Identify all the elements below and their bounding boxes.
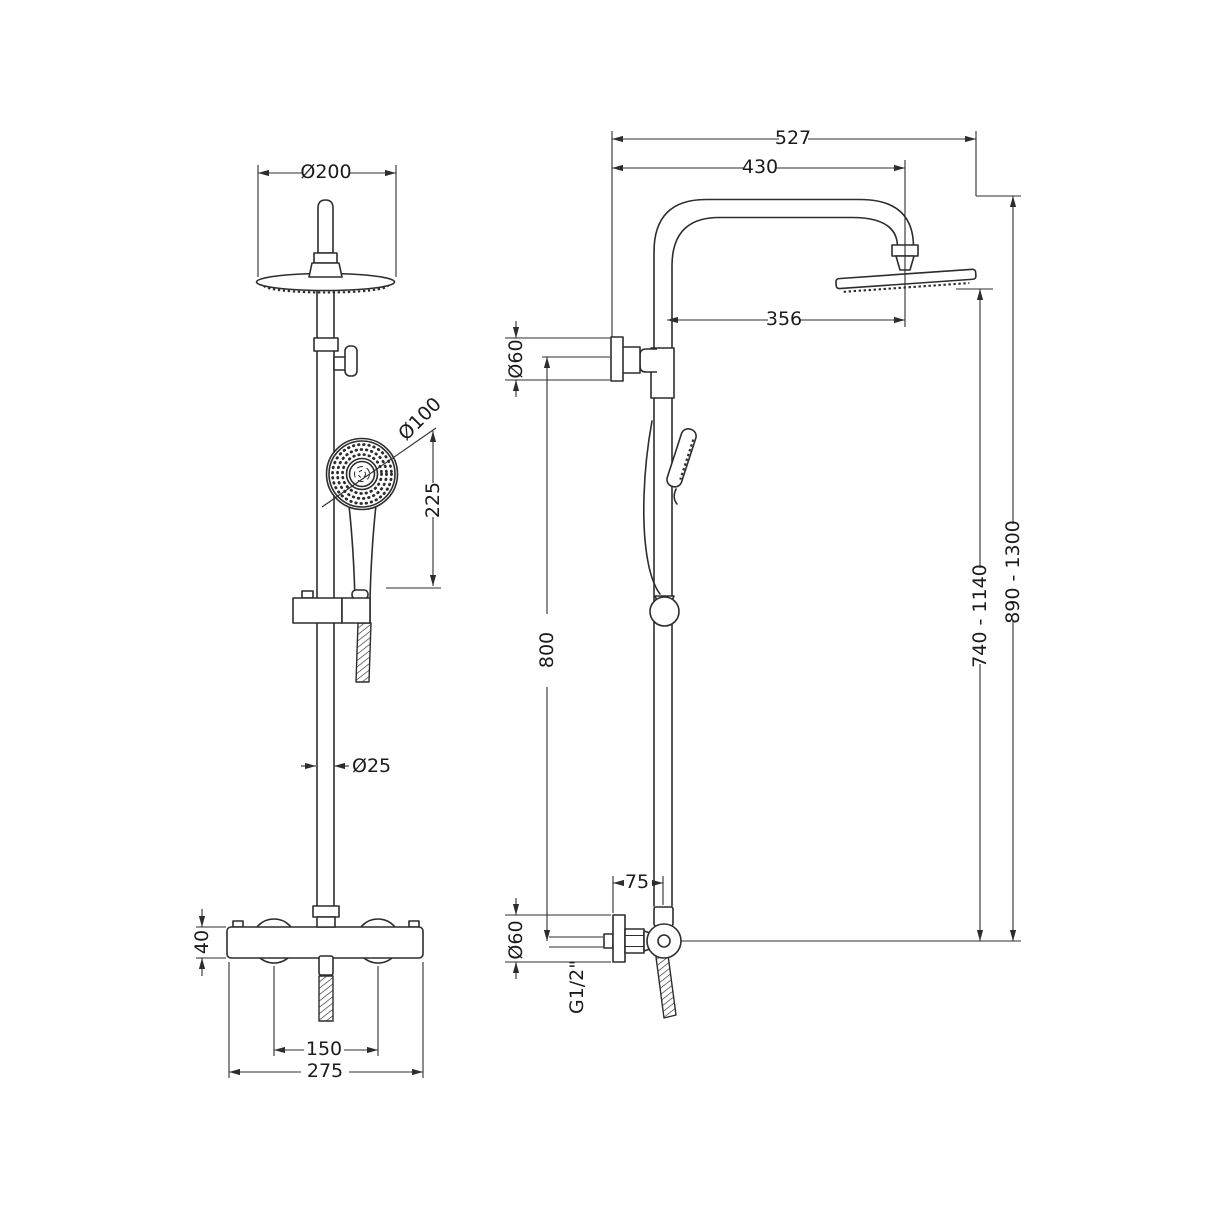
side-handset-hose bbox=[642, 420, 661, 595]
dim-label-handset-length: 225 bbox=[422, 482, 444, 518]
dim-label-rail-height-range: 740 - 1140 bbox=[969, 564, 991, 668]
dim-label-bracket-diameter: Ø60 bbox=[505, 339, 527, 378]
dim-label-valve-width: 275 bbox=[307, 1060, 343, 1082]
side-slider-knob bbox=[649, 596, 680, 627]
dim-label-rail-length: 800 bbox=[536, 632, 558, 668]
dim-label-valve-projection: 75 bbox=[625, 871, 649, 893]
side-diverter-knob bbox=[646, 923, 682, 959]
front-outlet-hose bbox=[318, 975, 334, 1022]
side-overhead-shower bbox=[835, 268, 977, 293]
front-slider-bracket bbox=[292, 589, 372, 683]
dim-label-head-diameter: Ø200 bbox=[300, 161, 351, 183]
front-valve bbox=[226, 905, 424, 1022]
side-dimensions: 527 430 356 Ø60 800 890 - 1300 bbox=[505, 127, 1024, 1014]
front-valve-body bbox=[226, 926, 424, 959]
dim-label-inlet-centres: 150 bbox=[306, 1038, 342, 1060]
side-valve bbox=[603, 906, 682, 1019]
diverter-handle bbox=[344, 345, 358, 377]
dim-label-overall-height-range: 890 - 1300 bbox=[1002, 520, 1024, 624]
side-handset bbox=[642, 420, 697, 627]
front-handset-hose bbox=[355, 622, 372, 683]
dim-label-head-to-riser: 356 bbox=[766, 308, 802, 330]
side-wall-bracket bbox=[610, 336, 675, 399]
dim-label-riser-diameter: Ø25 bbox=[352, 755, 391, 777]
side-view: 527 430 356 Ø60 800 890 - 1300 bbox=[505, 127, 1024, 1019]
dim-label-overall-projection: 527 bbox=[775, 127, 811, 149]
dim-label-valve-height: 40 bbox=[191, 930, 213, 954]
dim-label-flange-diameter: Ø60 bbox=[505, 920, 527, 959]
dim-label-arm-projection: 430 bbox=[742, 156, 778, 178]
dim-label-inlet-thread: G1/2" bbox=[566, 960, 588, 1014]
front-overhead-shower bbox=[255, 199, 396, 294]
